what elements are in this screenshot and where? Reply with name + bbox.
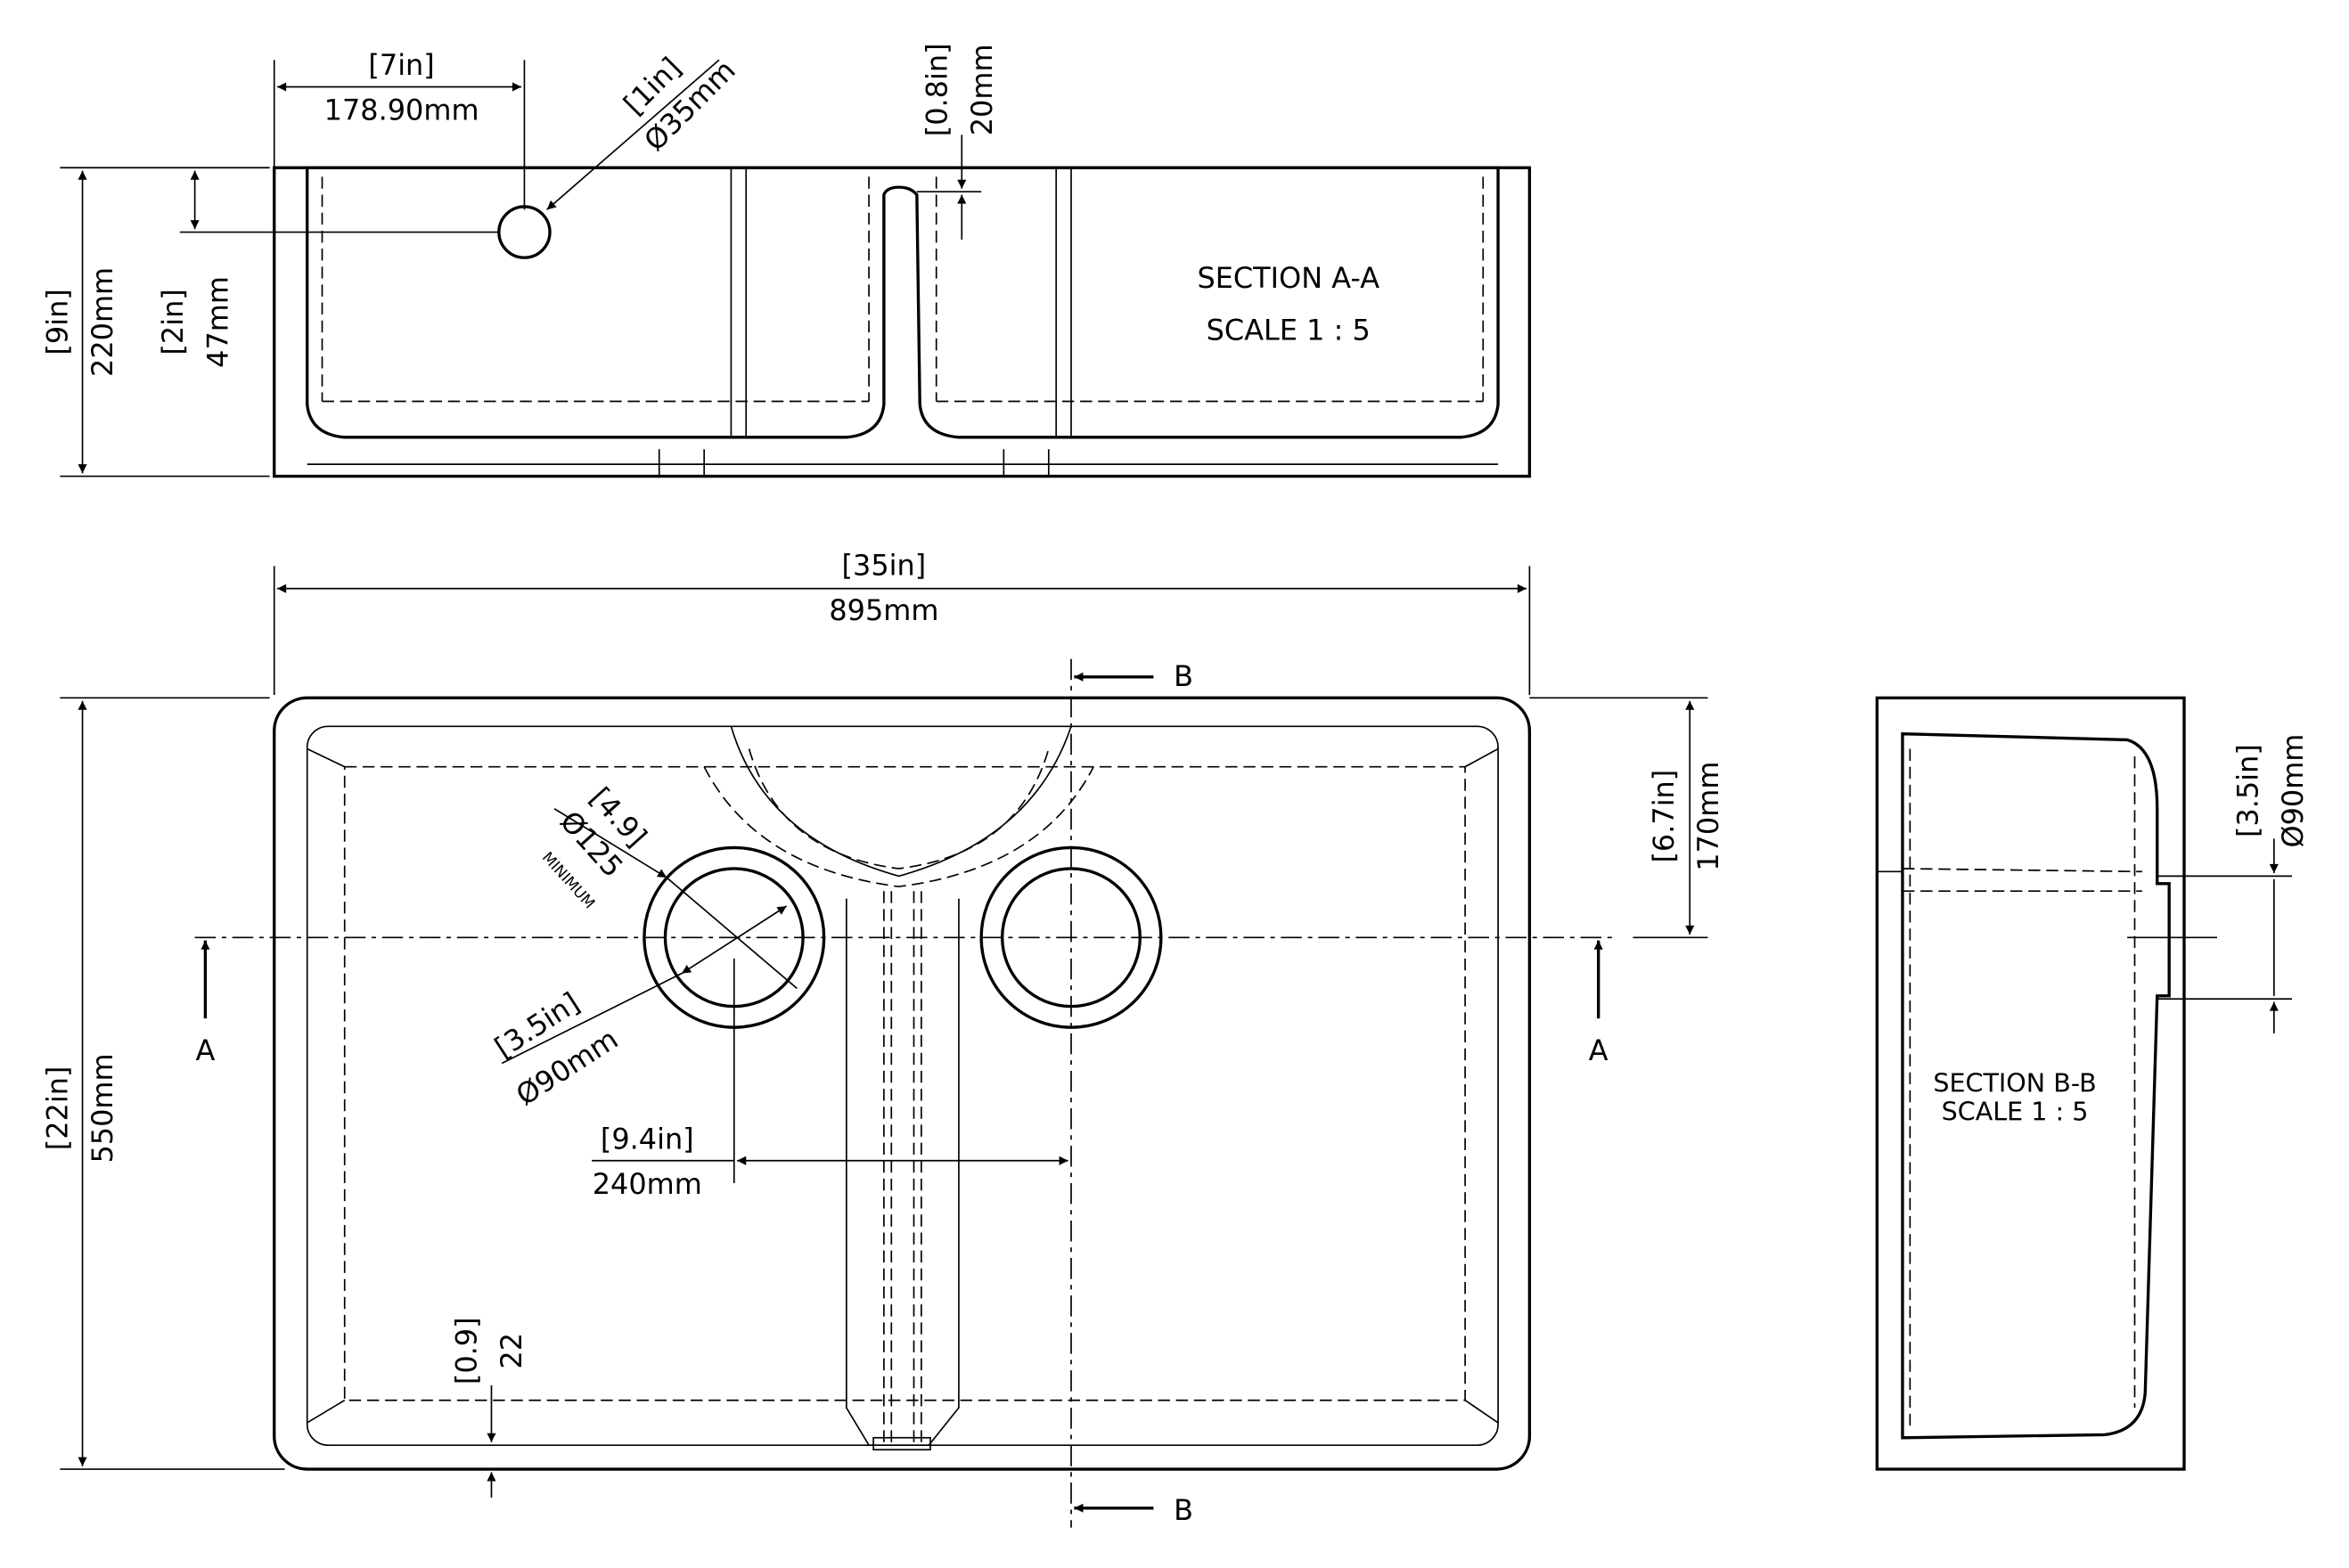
section-marker-a-left: A	[195, 1033, 215, 1067]
left-bowl-section	[306, 166, 1500, 439]
section-b-b-dim-in: [3.5in]	[2230, 744, 2264, 837]
faucet-cutout	[730, 726, 1072, 878]
section-b-b-view: [3.5in] Ø90mm SECTION B-B SCALE 1 : 5	[1875, 696, 2310, 1471]
dim-waste-from-back-in: [6.7in]	[1647, 770, 1681, 863]
dim-rim-in: [0.9]	[450, 1317, 484, 1384]
dim-height-in: [9in]	[41, 289, 75, 355]
dim-rim-mm: 22	[495, 1333, 528, 1369]
section-b-b-bowl	[1901, 731, 2171, 1440]
dim-hole-offset-mm: 178.90mm	[324, 93, 479, 127]
section-b-b-scale: SCALE 1 : 5	[1942, 1096, 2089, 1126]
section-b-b-title: SECTION B-B	[1933, 1067, 2096, 1098]
dim-waste-spacing-mm: 240mm	[593, 1167, 702, 1201]
section-a-a-view: [7in] 178.90mm [1in] Ø35mm [0.8in] 20mm …	[41, 43, 1532, 478]
section-marker-a-right: A	[1589, 1033, 1608, 1067]
section-a-a-scale: SCALE 1 : 5	[1207, 314, 1371, 347]
section-marker-b-top: B	[1174, 659, 1193, 693]
section-b-b-body	[1875, 696, 2186, 1471]
section-b-b-dim-mm: Ø90mm	[2276, 734, 2310, 848]
centre-divider	[846, 898, 960, 1446]
dim-depth-in: [22in]	[41, 1066, 75, 1151]
plan-view: B B A A [35in] 895mm [22in] 550mm [6.7in…	[41, 549, 1725, 1528]
dim-height-mm: 220mm	[86, 267, 119, 377]
section-marker-b-bottom: B	[1174, 1493, 1193, 1527]
dim-hole-height-in: [2in]	[156, 289, 190, 355]
sink-outline	[273, 696, 1532, 1471]
dim-width-in: [35in]	[842, 549, 927, 583]
dim-waste-spacing-in: [9.4in]	[601, 1122, 694, 1156]
dim-hole-height-mm: 47mm	[201, 276, 235, 368]
section-a-a-title: SECTION A-A	[1197, 261, 1379, 295]
dim-divider-drop-in: [0.8in]	[920, 43, 954, 136]
dim-hole-offset-in: [7in]	[368, 48, 434, 82]
dim-width-mm: 895mm	[829, 593, 938, 627]
dim-divider-drop-mm: 20mm	[965, 44, 999, 135]
dim-waste-from-back-mm: 170mm	[1691, 762, 1725, 871]
dim-depth-mm: 550mm	[86, 1053, 119, 1163]
tap-hole	[497, 205, 552, 259]
